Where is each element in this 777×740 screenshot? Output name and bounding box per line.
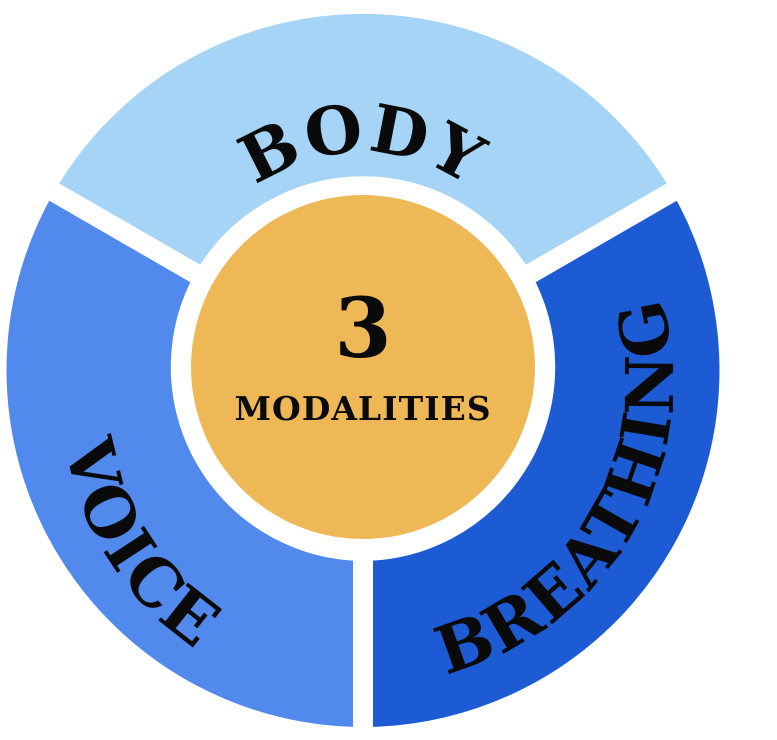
segment-voice (0, 173, 373, 740)
segment-breathing (353, 173, 740, 740)
center-caption: MODALITIES (234, 389, 491, 428)
center-number: 3 (334, 281, 391, 377)
segment-body (31, 0, 695, 292)
center-circle (191, 195, 535, 539)
